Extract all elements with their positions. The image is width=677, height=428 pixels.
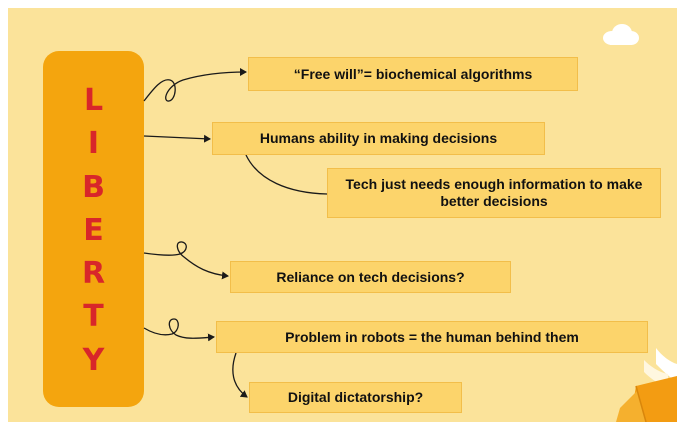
box-digital-dictatorship: Digital dictatorship? <box>249 382 462 413</box>
box-reliance-text: Reliance on tech decisions? <box>276 268 465 285</box>
arrow-to-digital-dictatorship <box>232 352 248 398</box>
liberty-word: L I B E R T Y <box>43 79 144 382</box>
arrow-to-humans-ability <box>143 134 211 143</box>
line-to-tech-needs <box>245 154 328 195</box>
box-free-will: “Free will”= biochemical algorithms <box>248 57 578 91</box>
liberty-letter-e: E <box>83 212 104 248</box>
liberty-letter-y: Y <box>82 342 105 378</box>
box-problem-robots-text: Problem in robots = the human behind the… <box>285 328 579 345</box>
open-book-icon <box>616 348 677 422</box>
box-humans-ability: Humans ability in making decisions <box>212 122 545 155</box>
slide: L I B E R T Y “Free will”= biochemical a… <box>8 8 677 422</box>
liberty-letter-i: I <box>87 126 100 162</box>
liberty-letter-l: L <box>83 83 104 118</box>
box-digital-dictatorship-text: Digital dictatorship? <box>287 389 424 405</box>
box-free-will-text: “Free will”= biochemical algorithms <box>293 65 533 82</box>
box-tech-needs-text: Tech just needs enough information to ma… <box>345 176 643 209</box>
liberty-letter-t: T <box>83 299 104 335</box>
box-humans-ability-text: Humans ability in making decisions <box>259 130 498 146</box>
connector-lines <box>143 68 328 398</box>
box-reliance: Reliance on tech decisions? <box>230 261 511 293</box>
liberty-pillar: L I B E R T Y <box>43 51 144 407</box>
cloud-icon <box>603 24 639 45</box>
box-tech-needs: Tech just needs enough information to ma… <box>327 168 661 218</box>
box-problem-robots: Problem in robots = the human behind the… <box>216 321 648 353</box>
arrow-to-reliance <box>143 241 229 280</box>
liberty-letter-b: B <box>82 169 105 205</box>
liberty-letter-r: R <box>81 256 106 292</box>
arrow-to-free-will <box>143 68 247 102</box>
arrow-to-problem-robots <box>143 318 215 342</box>
